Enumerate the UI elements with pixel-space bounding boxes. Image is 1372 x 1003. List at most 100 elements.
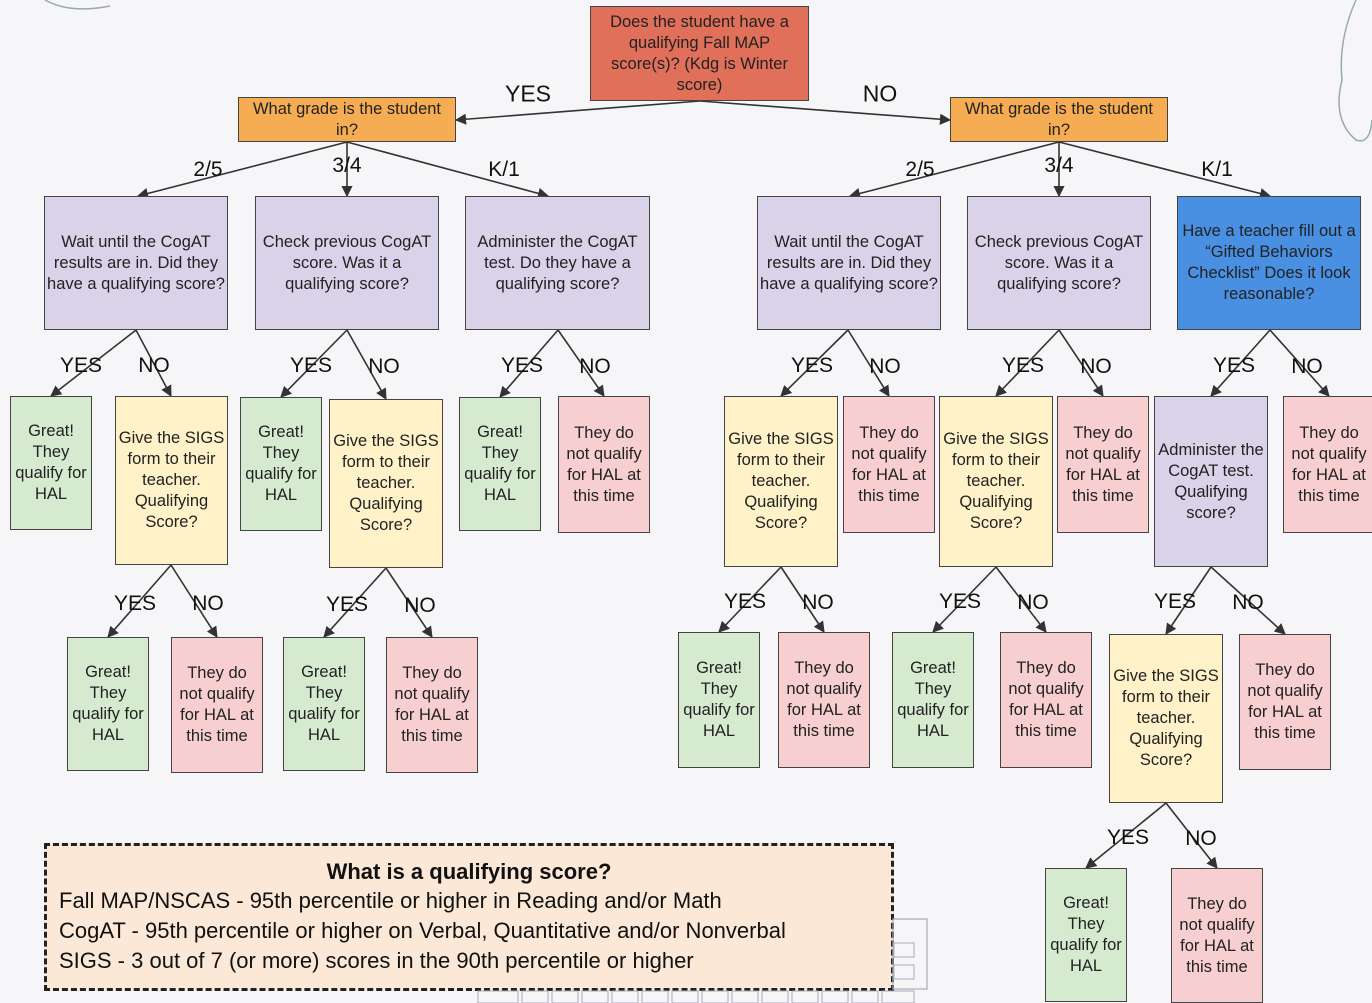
administer-cogat-k1-left: Administer the CogAT test. Do they have … [465, 196, 650, 330]
sigs-1: Give the SIGS form to their teacher. Qua… [115, 396, 228, 565]
connector-arrow [718, 566, 782, 633]
wait-cogat-right: Wait until the CogAT results are in. Did… [757, 196, 941, 330]
label-yes: YES [1106, 826, 1150, 849]
connector-arrow [848, 141, 1060, 199]
connector-arrow [1165, 566, 1212, 635]
connector-arrow [454, 100, 701, 125]
label-yes: YES [938, 590, 982, 613]
sigs-4: Give the SIGS form to their teacher. Qua… [939, 396, 1053, 567]
label-no: NO [368, 355, 400, 378]
label-yes: YES [500, 354, 544, 377]
qualify-2: Great! They qualify for HAL [240, 397, 322, 531]
label-yes-root: YES [504, 80, 552, 107]
label-yes: YES [723, 590, 767, 613]
label-yes: YES [113, 592, 157, 615]
connector-arrow [1165, 802, 1218, 869]
qualify-6: Great! They qualify for HAL [678, 632, 760, 768]
not-qualify-8: They do not qualify for HAL at this time [1000, 632, 1092, 768]
connector-arrow [346, 329, 387, 400]
not-qualify-9: They do not qualify for HAL at this time [1239, 634, 1331, 770]
connector-arrow [1210, 329, 1271, 397]
label-grade-34-left: 3/4 [332, 154, 362, 177]
connector-arrow [1210, 566, 1286, 635]
label-no: NO [138, 354, 170, 377]
administer-cogat-right: Administer the CogAT test. Qualifying sc… [1154, 396, 1268, 567]
legend-line-sigs: SIGS - 3 out of 7 (or more) scores in th… [59, 948, 694, 973]
qualify-7: Great! They qualify for HAL [892, 632, 974, 768]
qualifying-score-legend: What is a qualifying score? Fall MAP/NSC… [44, 843, 894, 991]
legend-title: What is a qualifying score? [326, 859, 612, 884]
connector-arrow [932, 566, 997, 633]
check-cogat-right: Check previous CogAT score. Was it a qua… [967, 196, 1151, 330]
connector-arrow [135, 329, 172, 397]
not-qualify-6: They do not qualify for HAL at this time [386, 637, 478, 773]
connector-arrow [323, 567, 387, 638]
label-yes: YES [790, 354, 834, 377]
connector-arrow [1269, 329, 1330, 397]
not-qualify-3: They do not qualify for HAL at this time [1057, 396, 1149, 533]
connector-arrow [107, 564, 172, 638]
connector-arrow [557, 329, 605, 397]
label-grade-k1-left: K/1 [488, 158, 520, 181]
not-qualify-5: They do not qualify for HAL at this time [171, 637, 263, 773]
sigs-3: Give the SIGS form to their teacher. Qua… [724, 396, 838, 567]
connector-arrow [346, 141, 550, 199]
connector-arrow [280, 329, 348, 398]
label-yes: YES [1212, 354, 1256, 377]
connector-arrow [699, 100, 952, 125]
connector-arrow [1085, 802, 1167, 869]
label-yes: YES [325, 593, 369, 616]
connector-arrow [995, 566, 1047, 633]
qualify-3: Great! They qualify for HAL [459, 397, 541, 531]
label-no: NO [1185, 827, 1217, 850]
qualify-8: Great! They qualify for HAL [1045, 868, 1127, 1002]
label-grade-25-right: 2/5 [905, 158, 935, 181]
sigs-5: Give the SIGS form to their teacher. Qua… [1109, 634, 1223, 803]
not-qualify-2: They do not qualify for HAL at this time [843, 396, 935, 533]
decorative-sketch-top-right [1338, 0, 1372, 142]
not-qualify-4: They do not qualify for HAL at this time [1283, 396, 1372, 533]
qualify-5: Great! They qualify for HAL [283, 637, 365, 771]
connector-arrow [1058, 141, 1272, 199]
label-grade-k1-right: K/1 [1201, 158, 1233, 181]
not-qualify-1: They do not qualify for HAL at this time [558, 396, 650, 533]
label-no: NO [1080, 355, 1112, 378]
qualify-1: Great! They qualify for HAL [10, 396, 92, 530]
label-no: NO [802, 591, 834, 614]
connector-arrow [780, 329, 849, 397]
decorative-keyboard-sketch [477, 918, 928, 1003]
grade-question-no-branch: What grade is the student in? [950, 97, 1168, 142]
label-grade-25-left: 2/5 [193, 158, 223, 181]
connector-arrow [170, 564, 218, 638]
wait-cogat-left: Wait until the CogAT results are in. Did… [44, 196, 228, 330]
label-no: NO [1017, 591, 1049, 614]
label-yes: YES [289, 354, 333, 377]
legend-line-map: Fall MAP/NSCAS - 95th percentile or high… [59, 888, 722, 913]
label-no-root: NO [862, 80, 898, 107]
root-question: Does the student have a qualifying Fall … [590, 6, 809, 101]
connector-arrow [50, 329, 137, 397]
label-no: NO [404, 594, 436, 617]
legend-line-cogat: CogAT - 95th percentile or higher on Ver… [59, 918, 786, 943]
label-grade-34-right: 3/4 [1044, 154, 1074, 177]
not-qualify-10: They do not qualify for HAL at this time [1171, 868, 1263, 1003]
label-yes: YES [1153, 590, 1197, 613]
gifted-checklist: Have a teacher fill out a “Gifted Behavi… [1177, 196, 1361, 330]
connector-arrow [499, 329, 559, 398]
label-no: NO [1291, 355, 1323, 378]
connector-arrow [1058, 329, 1104, 397]
connector-arrow [995, 329, 1060, 397]
connector-arrow [780, 566, 825, 633]
connector-arrow [385, 567, 433, 638]
label-yes: YES [59, 354, 103, 377]
qualify-4: Great! They qualify for HAL [67, 637, 149, 771]
label-no: NO [1232, 591, 1264, 614]
connector-arrow [847, 329, 890, 397]
sigs-2: Give the SIGS form to their teacher. Qua… [329, 399, 443, 568]
check-cogat-left: Check previous CogAT score. Was it a qua… [255, 196, 439, 330]
decorative-sketch-top-left [44, 0, 111, 10]
label-no: NO [192, 592, 224, 615]
label-no: NO [579, 355, 611, 378]
label-no: NO [869, 355, 901, 378]
